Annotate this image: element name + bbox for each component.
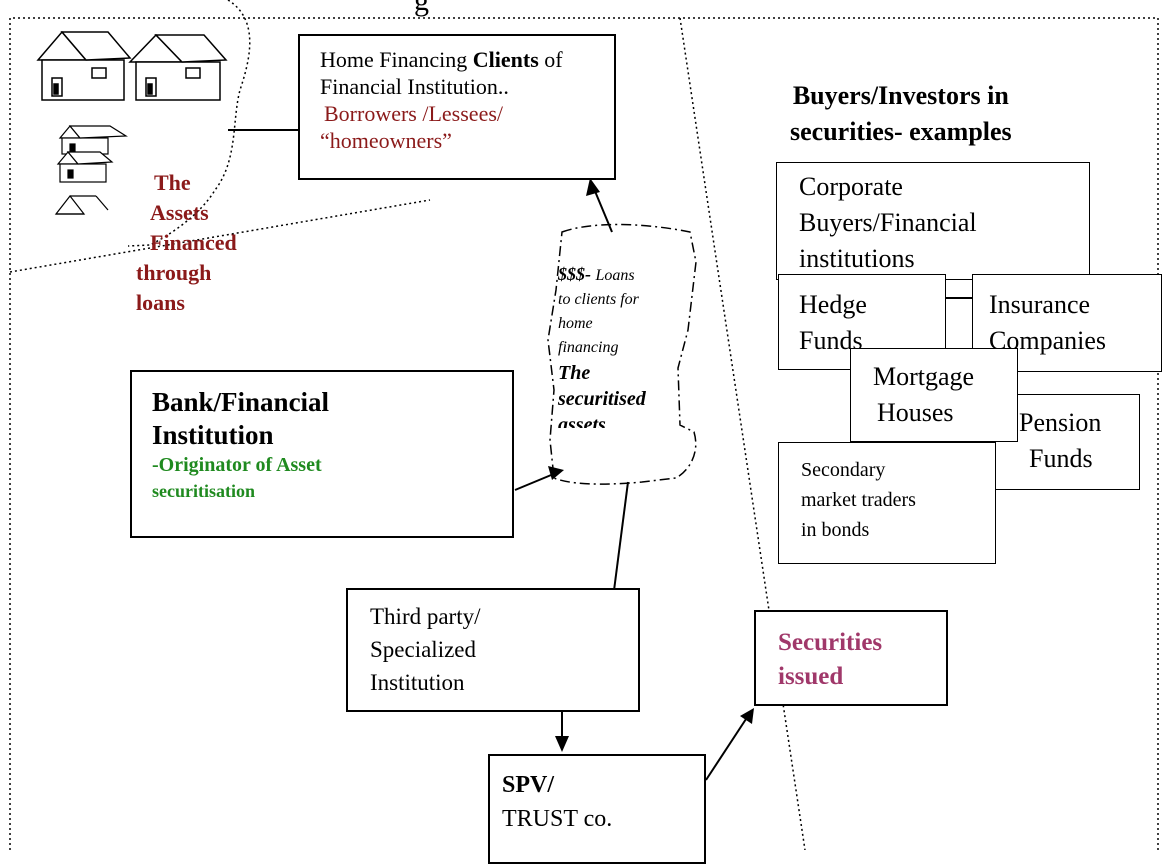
third-party-box: Third party/ Specialized Institution [346, 588, 640, 712]
bank-line-4: securitisation [152, 481, 255, 501]
house-icon [36, 30, 132, 101]
spv-to-securities-arrow [705, 715, 749, 781]
clients-line-4: “homeowners” [320, 128, 452, 153]
house-icon [58, 125, 128, 155]
house-icon [128, 33, 228, 101]
bank-line-3: -Originator of Asset [152, 454, 322, 476]
pension-box: Pension Funds [994, 394, 1140, 490]
bank-line-1: Bank/Financial [152, 387, 330, 417]
secondary-box: Secondary market traders in bonds [778, 442, 996, 564]
assets-region-boundary [9, 199, 431, 273]
investors-heading: Buyers/Investors in securities- examples [790, 81, 1012, 146]
outer-frame [9, 17, 1159, 850]
bank-line-2: Institution [152, 420, 274, 450]
clients-line-3: Borrowers /Lessees/ [324, 101, 504, 126]
investors-divider [679, 17, 806, 850]
clients-line-1: Home Financing Clients of [320, 47, 563, 72]
house-icon [54, 195, 109, 215]
corporate-box: Corporate Buyers/Financial institutions [776, 162, 1090, 280]
securities-box: Securities issued [754, 610, 948, 706]
clients-box: Home Financing Clients of Financial Inst… [298, 34, 616, 180]
spv-box: SPV/ TRUST co. [488, 754, 706, 864]
mortgage-box: Mortgage Houses [850, 348, 1018, 442]
house-icon [56, 151, 114, 183]
bank-box: Bank/Financial Institution -Originator o… [130, 370, 514, 538]
clients-line-2: Financial Institution.. [320, 74, 509, 99]
loans-cloud-text: $$$- Loans to clients for home financing… [558, 264, 646, 428]
loans-cloud-outline [547, 223, 697, 485]
title-fragment: g [414, 0, 429, 17]
bank-to-cloud-arrow [514, 472, 557, 491]
assets-label: The Assets Financed through loans [136, 170, 237, 315]
cloud-to-thirdparty-arrow [611, 481, 629, 607]
